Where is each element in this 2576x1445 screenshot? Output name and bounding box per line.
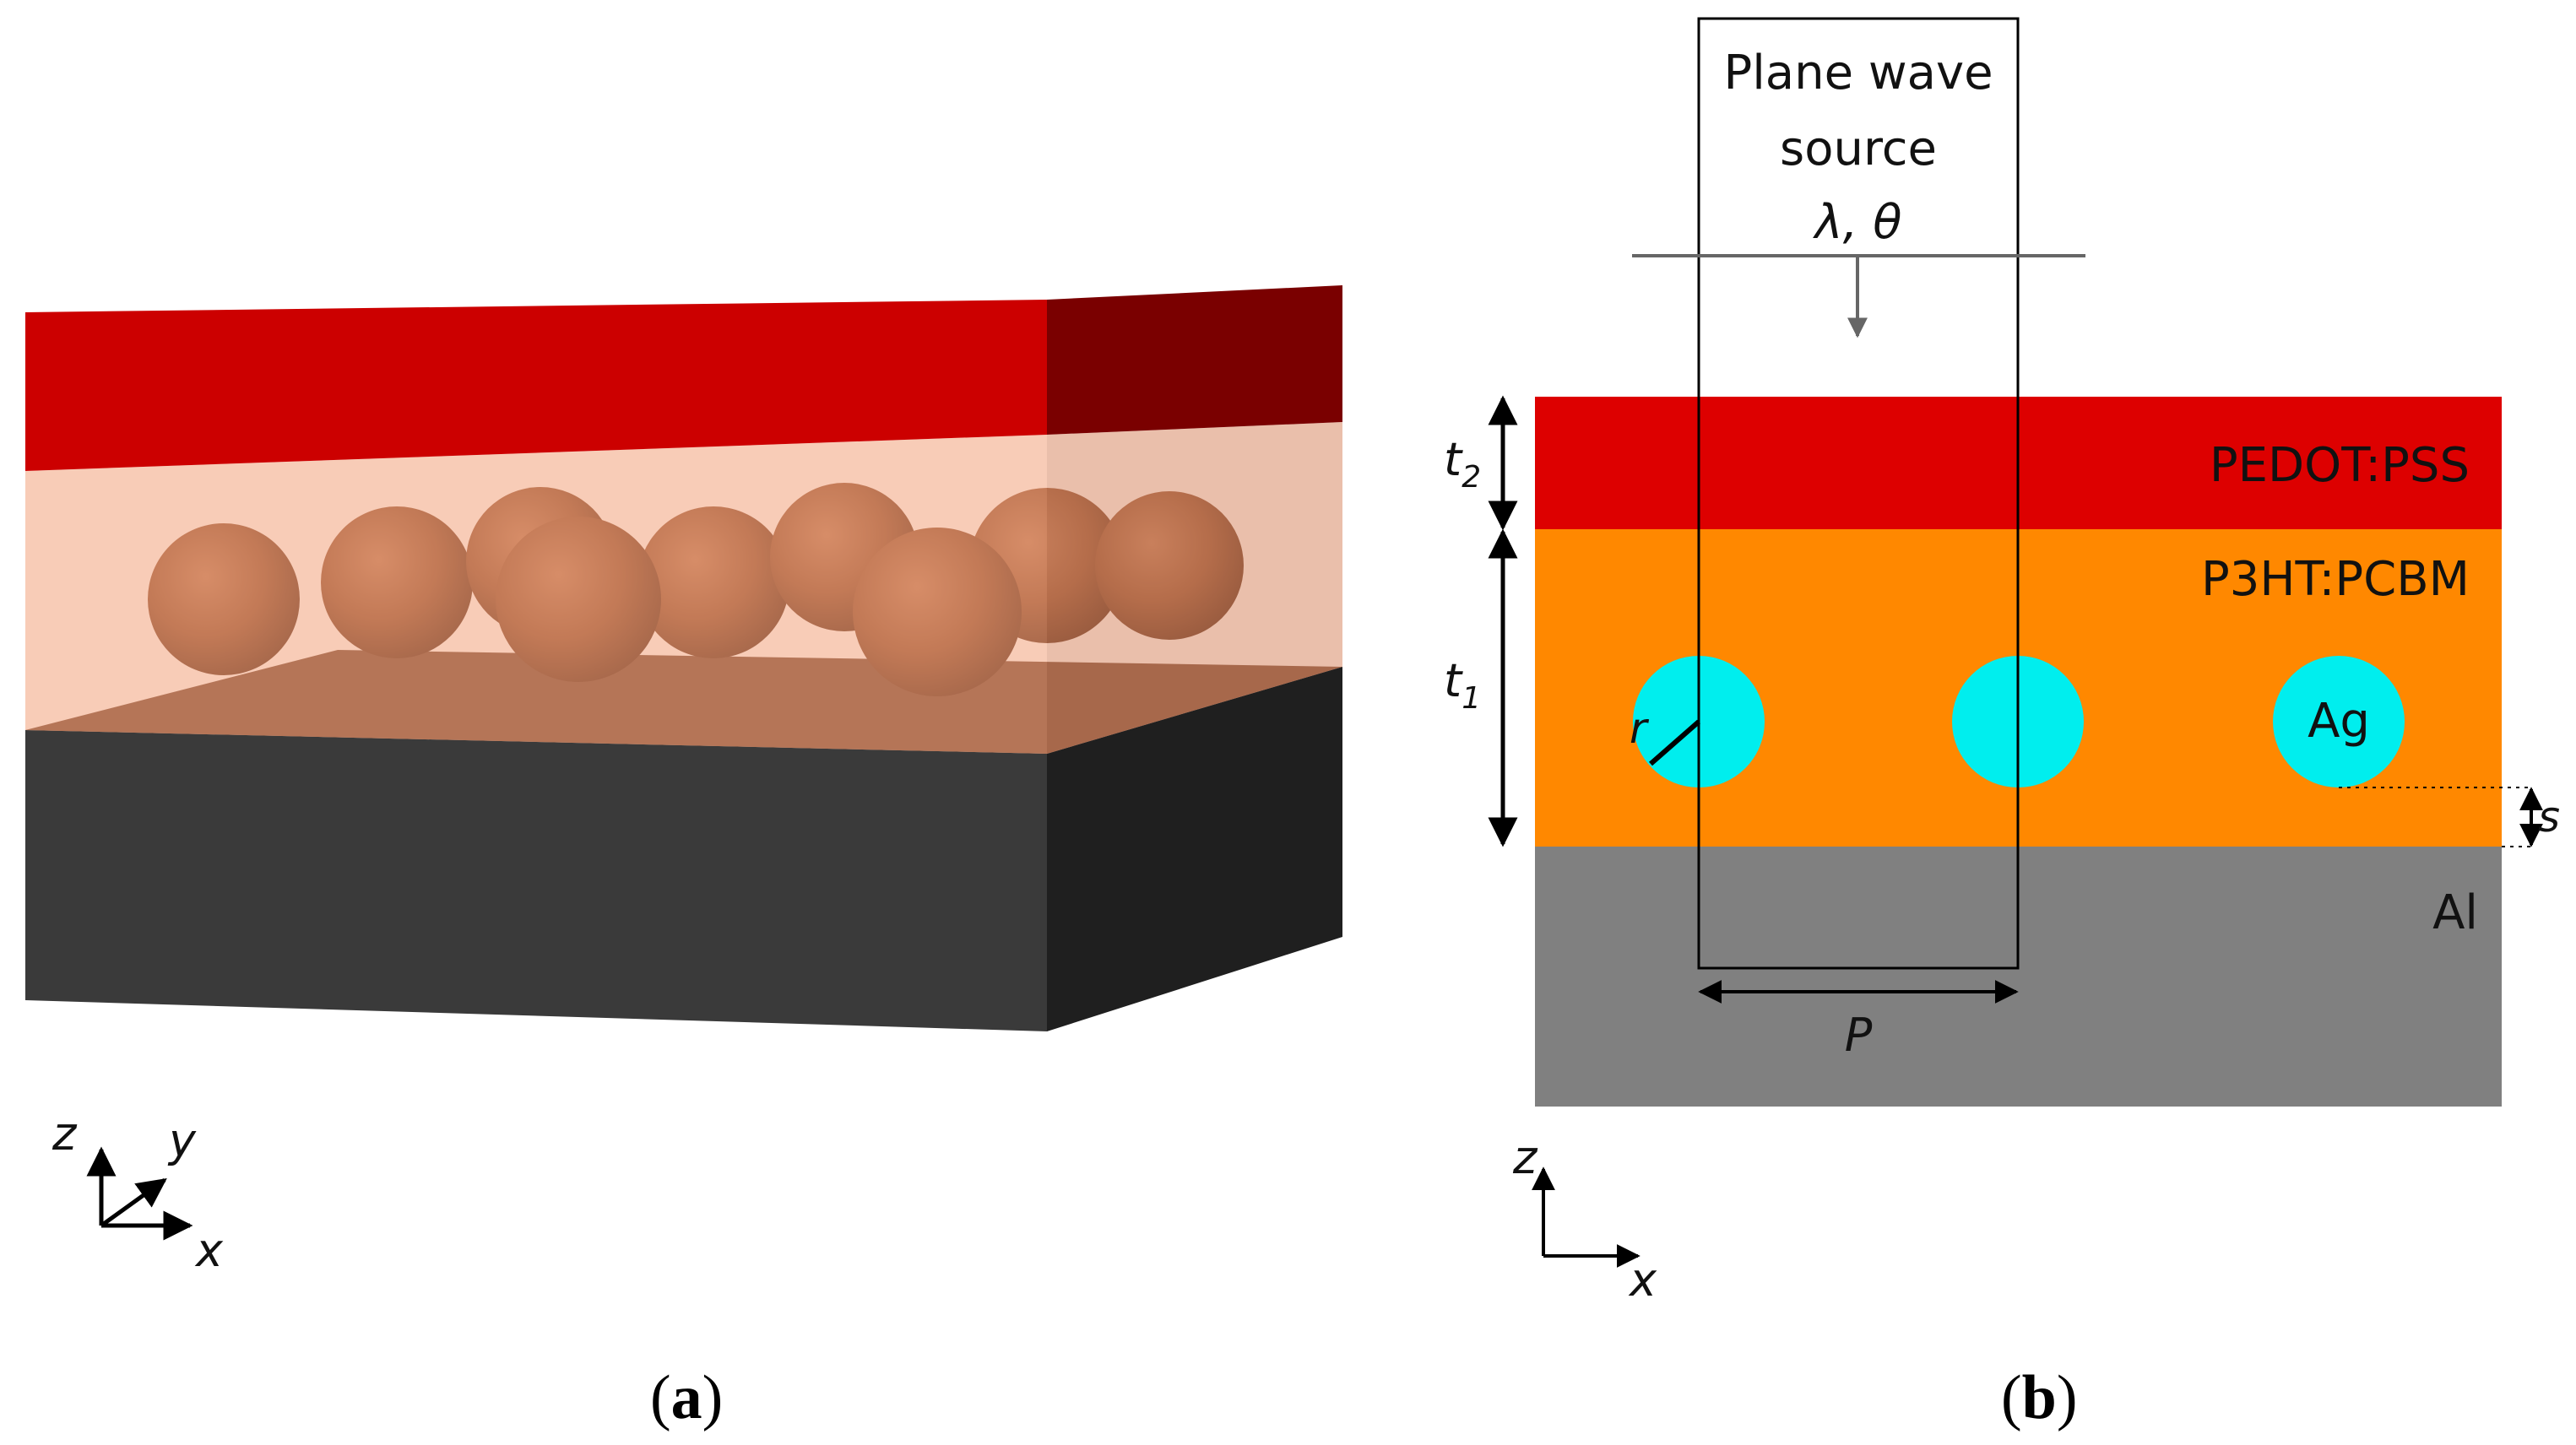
p3ht-pcbm-label: P3HT:PCBM: [2201, 552, 2470, 607]
source-label-line1: Plane wave: [1723, 46, 1993, 100]
source-params-label: λ, θ: [1812, 195, 1901, 250]
panel-a-3d-device: z y x (a): [25, 285, 1342, 1432]
axis2d-x-label: x: [1628, 1253, 1657, 1307]
t2-label: t2: [1444, 433, 1481, 495]
radius-label: r: [1630, 704, 1650, 753]
pedot-pss-label: PEDOT:PSS: [2210, 438, 2470, 493]
ag-label: Ag: [2308, 694, 2370, 749]
ag-particle: [2273, 656, 2405, 787]
top-layer-side: [1047, 285, 1342, 435]
caption-b: (b): [2001, 1363, 2077, 1432]
simulation-unit-cell: [1697, 17, 2020, 970]
axis2d-z-label: z: [1512, 1131, 1538, 1184]
t1-label: t1: [1444, 654, 1481, 716]
axes-triad-3d: [86, 1146, 193, 1241]
top-layer-front: [25, 300, 1047, 471]
source-label-line2: source: [1780, 122, 1937, 176]
axis-z-label: z: [52, 1107, 78, 1161]
panel-b-cross-section: Plane wave source λ, θ PEDOT:PSS P3HT:PC…: [1444, 17, 2560, 1432]
axis-x-label: x: [194, 1224, 224, 1277]
active-layer-front: [25, 435, 1047, 754]
axis-y-label: y: [167, 1114, 197, 1167]
radius-line: [1649, 719, 1700, 766]
period-label: P: [1845, 1009, 1873, 1062]
aluminum-label: Al: [2432, 885, 2478, 940]
substrate-block-front: [25, 730, 1047, 1031]
s-label: s: [2538, 793, 2560, 842]
active-layer-side: [1047, 422, 1342, 754]
substrate-block-side: [1047, 667, 1342, 1031]
axes-2d: [1532, 1166, 1641, 1268]
caption-a: (a): [650, 1363, 723, 1432]
